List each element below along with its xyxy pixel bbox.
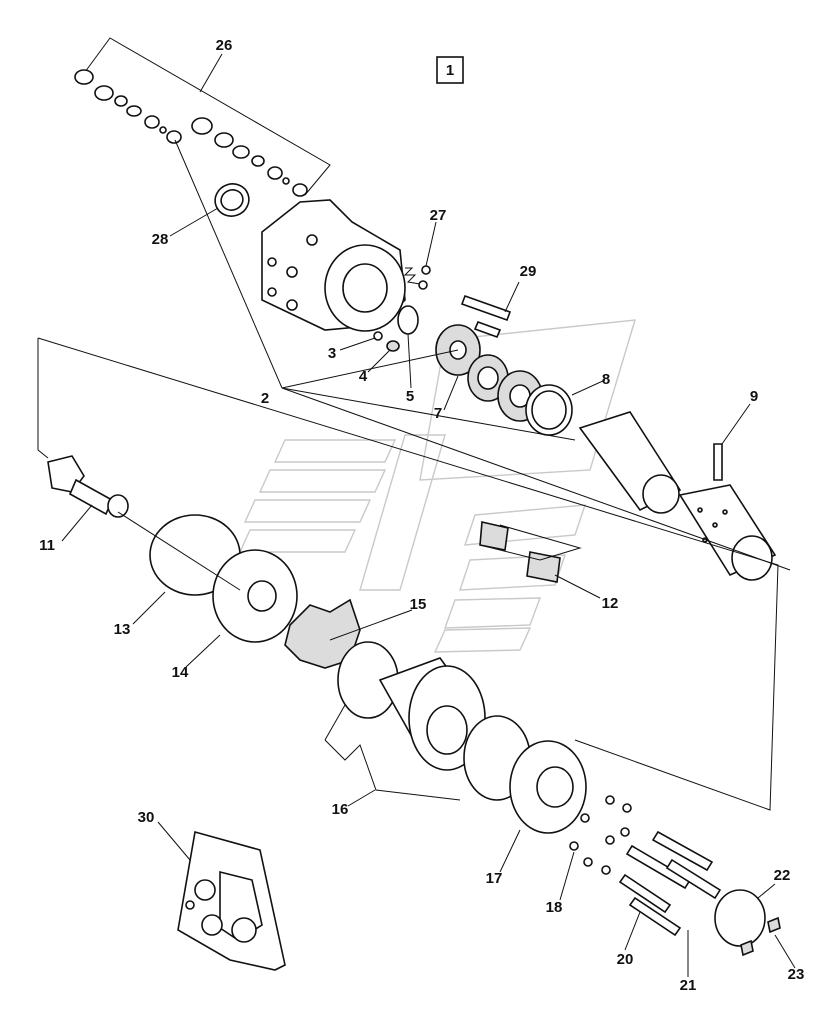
- gasket-kit-30: [177, 830, 286, 971]
- screws-23: [740, 916, 781, 957]
- callout-14: 14: [172, 664, 189, 681]
- ball-3: [373, 331, 383, 341]
- check-balls-27: [418, 265, 431, 290]
- assembly-lines: [37, 139, 791, 811]
- callout-26: 26: [216, 37, 233, 54]
- callout-22: 22: [774, 867, 791, 884]
- screws-21: [651, 830, 722, 900]
- group-number: 1: [446, 62, 454, 79]
- callout-11: 11: [39, 537, 55, 554]
- callout-21: 21: [680, 977, 697, 994]
- callout-30: 30: [138, 809, 155, 826]
- watermark-logo: [238, 319, 636, 653]
- callout-28: 28: [152, 231, 169, 248]
- spool-sleeve: [578, 411, 777, 581]
- callout-27: 27: [430, 207, 447, 224]
- end-plate-17: [509, 740, 587, 834]
- callout-15: 15: [410, 596, 427, 613]
- callout-13: 13: [114, 621, 131, 638]
- callout-20: 20: [617, 951, 634, 968]
- callout-labels: 26 28 27 29 3 4 5 2 7 8 9 11 13 14 15 12…: [39, 37, 804, 994]
- callout-4: 4: [359, 368, 368, 385]
- callout-7: 7: [434, 405, 442, 422]
- screws-20: [618, 844, 692, 937]
- callout-8: 8: [602, 371, 610, 388]
- plug-4: [386, 340, 400, 352]
- drive-shaft-11: [47, 455, 129, 518]
- callout-17: 17: [486, 870, 503, 887]
- callout-18: 18: [546, 899, 563, 916]
- gerotor-16: [337, 641, 531, 801]
- callout-2: 2: [261, 390, 269, 407]
- leader-lines: [61, 53, 796, 977]
- pin-9: [713, 443, 723, 481]
- ring-8: [525, 384, 573, 436]
- callout-9: 9: [750, 388, 758, 405]
- callout-12: 12: [602, 595, 619, 612]
- oring-5: [397, 305, 419, 335]
- end-cover-22: [714, 889, 766, 947]
- pins-29: [460, 294, 512, 339]
- callout-16: 16: [332, 801, 349, 818]
- callout-23: 23: [788, 966, 805, 983]
- valve-housing-2: [261, 199, 406, 332]
- callout-5: 5: [406, 388, 414, 405]
- callout-3: 3: [328, 345, 336, 362]
- orings-18: [569, 795, 632, 875]
- group-number-box: [436, 56, 464, 84]
- springs-12: [479, 521, 561, 583]
- callout-29: 29: [520, 263, 537, 280]
- wear-plate-14: [212, 549, 298, 643]
- seal-kit-26: [74, 37, 331, 197]
- oring-28: [214, 183, 250, 217]
